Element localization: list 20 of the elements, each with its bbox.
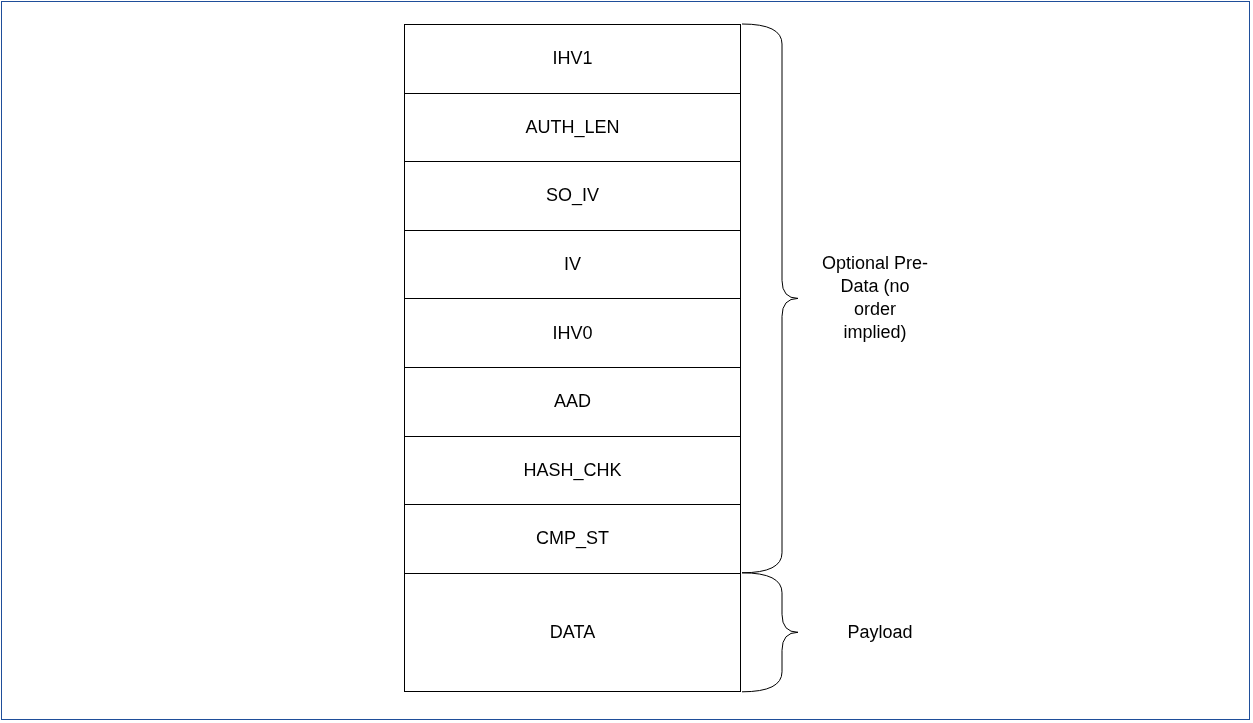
field-name: IV xyxy=(564,254,581,276)
field-name: HASH_CHK xyxy=(523,459,622,481)
field-box xyxy=(404,24,741,94)
field-box xyxy=(404,161,741,231)
field-box xyxy=(404,229,741,300)
bracket-label: Payload xyxy=(846,620,914,644)
field-name: CMP_ST xyxy=(536,528,609,550)
field-box xyxy=(404,92,741,163)
field-box xyxy=(404,367,741,437)
field-box xyxy=(404,572,741,692)
field-box xyxy=(404,435,741,506)
field-name: IHV0 xyxy=(552,322,593,344)
field-name: AAD xyxy=(554,391,591,413)
bracket-label: Optional Pre-Data (no order implied) xyxy=(820,252,930,345)
field-name: AUTH_LEN xyxy=(525,116,620,138)
field-name: DATA xyxy=(549,621,596,643)
field-name: IHV1 xyxy=(552,48,593,70)
field-name: SO_IV xyxy=(546,185,599,207)
field-box xyxy=(404,504,741,574)
field-box xyxy=(404,298,741,368)
